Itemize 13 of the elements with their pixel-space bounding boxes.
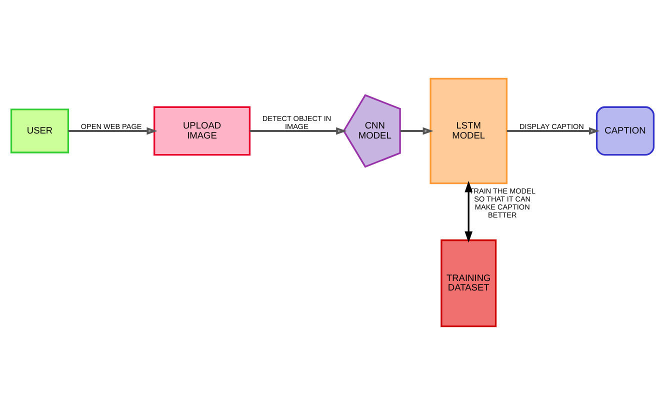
edge-label: DISPLAY CAPTION [520, 122, 584, 131]
edge-label: OPEN WEB PAGE [80, 122, 142, 131]
arrow [400, 127, 434, 135]
arrow [250, 127, 347, 135]
arrow [464, 180, 473, 243]
node-box: USER [10, 108, 70, 154]
arrow [68, 127, 158, 135]
arrow [506, 127, 600, 135]
node-box: UPLOAD IMAGE [154, 106, 251, 156]
node-box: TRAINING DATASET [440, 239, 497, 328]
edge-label: DETECT OBJECT IN IMAGE [262, 114, 332, 131]
node-box: CAPTION [596, 106, 655, 156]
node-box: LSTM MODEL [430, 78, 508, 184]
